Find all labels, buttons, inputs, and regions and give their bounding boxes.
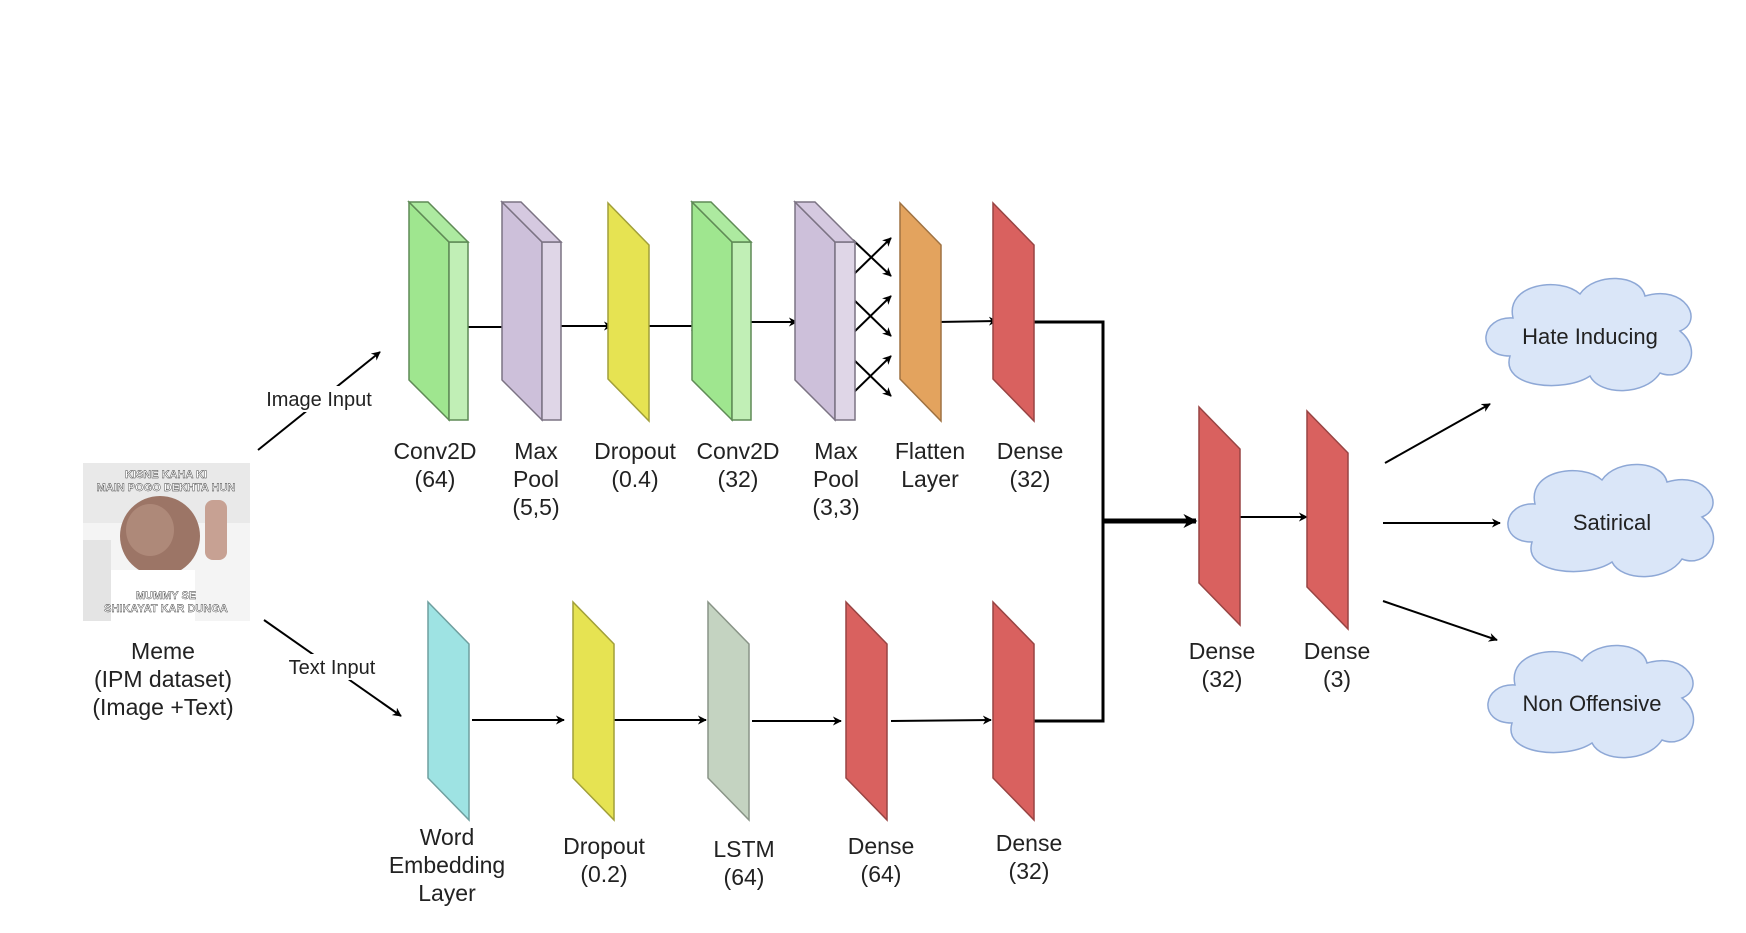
merge-connectors — [1034, 320, 1308, 723]
dense-64-layer — [845, 600, 888, 822]
satirical-cloud-label: Satirical — [1573, 510, 1651, 535]
dense-3-output-label: Dense(3) — [1304, 638, 1370, 692]
dropout-0.2-layer — [572, 600, 615, 822]
dense-64-label: Dense(64) — [848, 833, 914, 887]
output-connectors — [1382, 403, 1501, 642]
meme-label-text: Meme(IPM dataset)(Image +Text) — [92, 638, 233, 720]
image-input-label: Image Input — [266, 389, 372, 411]
meme-label: Meme(IPM dataset)(Image +Text) — [92, 638, 233, 720]
dropout-0.2-label: Dropout(0.2) — [563, 833, 645, 887]
text-input-label: Text Input — [289, 657, 376, 679]
flatten-layer — [899, 201, 942, 423]
conv2d-32-label: Conv2D(32) — [696, 438, 779, 492]
dense-32-image-label: Dense(32) — [997, 438, 1063, 492]
dense-32-merge-layer — [1198, 405, 1241, 627]
dense-32-merge-label: Dense(32) — [1189, 638, 1255, 692]
dense-3-output-layer — [1306, 409, 1349, 631]
word-embedding-layer — [427, 600, 470, 822]
satirical-cloud: Satirical — [1507, 463, 1715, 578]
conv2d-64-layer — [407, 200, 470, 422]
dense-32-image-layer — [992, 201, 1035, 423]
dropout-0.4-layer — [607, 201, 650, 423]
lstm-64-label: LSTM(64) — [713, 836, 774, 890]
dropout-0.4-label: Dropout(0.4) — [594, 438, 676, 492]
dense-32-text-label: Dense(32) — [996, 830, 1062, 884]
conv2d-64-label: Conv2D(64) — [393, 438, 476, 492]
hate-inducing-cloud-label: Hate Inducing — [1522, 324, 1658, 349]
dense-32-text-layer — [992, 600, 1035, 822]
non-offensive-cloud-label: Non Offensive — [1522, 691, 1661, 716]
non-offensive-cloud: Non Offensive — [1487, 644, 1695, 759]
maxpool-3x3-layer — [793, 200, 857, 422]
maxpool-5x5-layer — [500, 200, 563, 422]
text-branch-connectors — [472, 715, 992, 726]
lstm-64-layer — [707, 600, 750, 822]
conv2d-32-layer — [690, 200, 753, 422]
hate-inducing-cloud: Hate Inducing — [1485, 277, 1693, 392]
